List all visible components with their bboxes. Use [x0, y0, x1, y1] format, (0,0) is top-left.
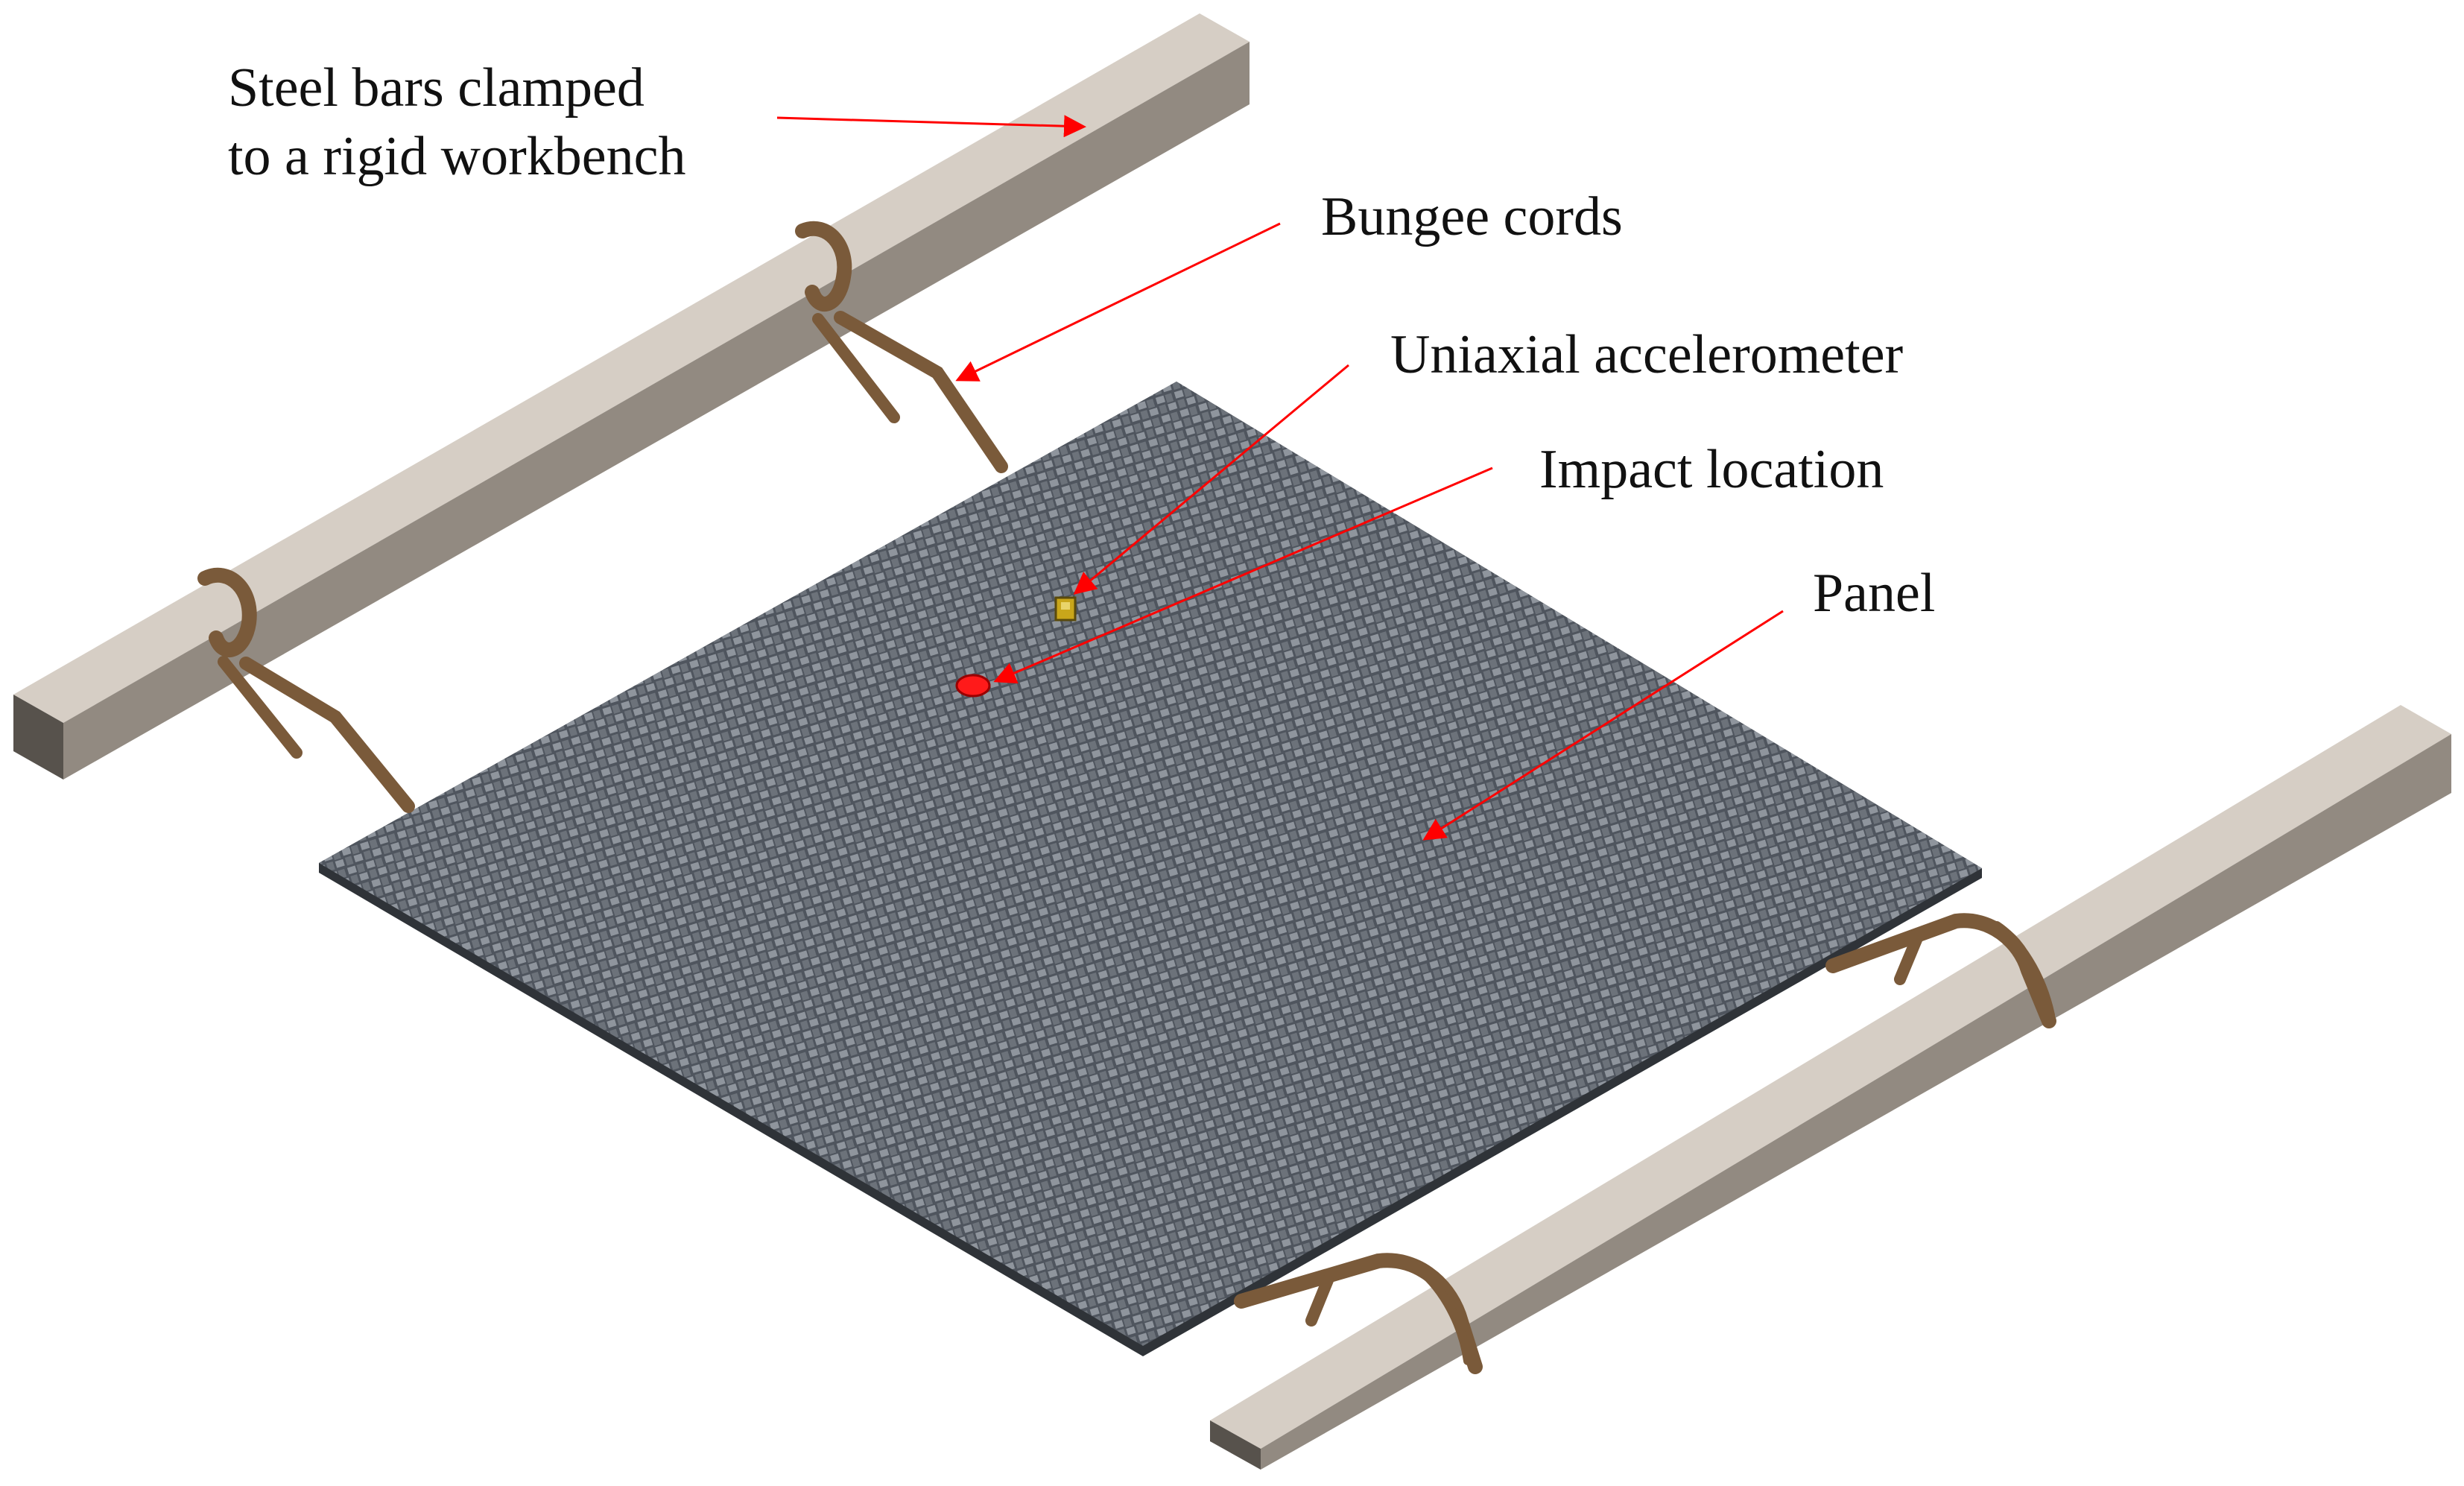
steel-bar-top-face — [13, 13, 1250, 723]
arrow-bungee-cords — [955, 222, 1281, 382]
label-accelerometer: Uniaxial accelerometer — [1390, 324, 1904, 385]
steel-bar-end-face — [13, 695, 63, 780]
bungee-cords-bottom — [1234, 913, 2056, 1374]
label-impact-location: Impact location — [1539, 439, 1884, 500]
label-panel: Panel — [1813, 563, 1936, 624]
impact-marker — [955, 674, 991, 698]
panel-surface — [319, 382, 1982, 1346]
steel-bar-bottom-side-face — [1261, 734, 2451, 1470]
steel-bar-bottom-end-face — [1210, 1420, 1261, 1470]
arrow-panel — [1422, 610, 1784, 841]
arrow-impact-location — [993, 467, 1493, 684]
accelerometer-icon — [1054, 596, 1077, 622]
panel — [319, 382, 1982, 1356]
label-steel-bars-line1: Steel bars clamped — [228, 57, 644, 118]
label-bungee-cords: Bungee cords — [1321, 186, 1623, 247]
steel-bar-bottom-top-face — [1210, 705, 2451, 1449]
arrow-steel-bars — [776, 115, 1086, 138]
arrow-accelerometer — [1073, 364, 1349, 595]
steel-bar-bottom — [1210, 705, 2451, 1470]
label-steel-bars-line2: to a rigid workbench — [228, 126, 686, 187]
steel-bar-top — [13, 13, 1250, 780]
bungee-cords-top — [197, 221, 1008, 813]
label-steel-bars: Steel bars clamped to a rigid workbench — [228, 54, 685, 191]
steel-bar-side-face — [63, 42, 1250, 780]
annotation-arrows — [776, 115, 1784, 841]
